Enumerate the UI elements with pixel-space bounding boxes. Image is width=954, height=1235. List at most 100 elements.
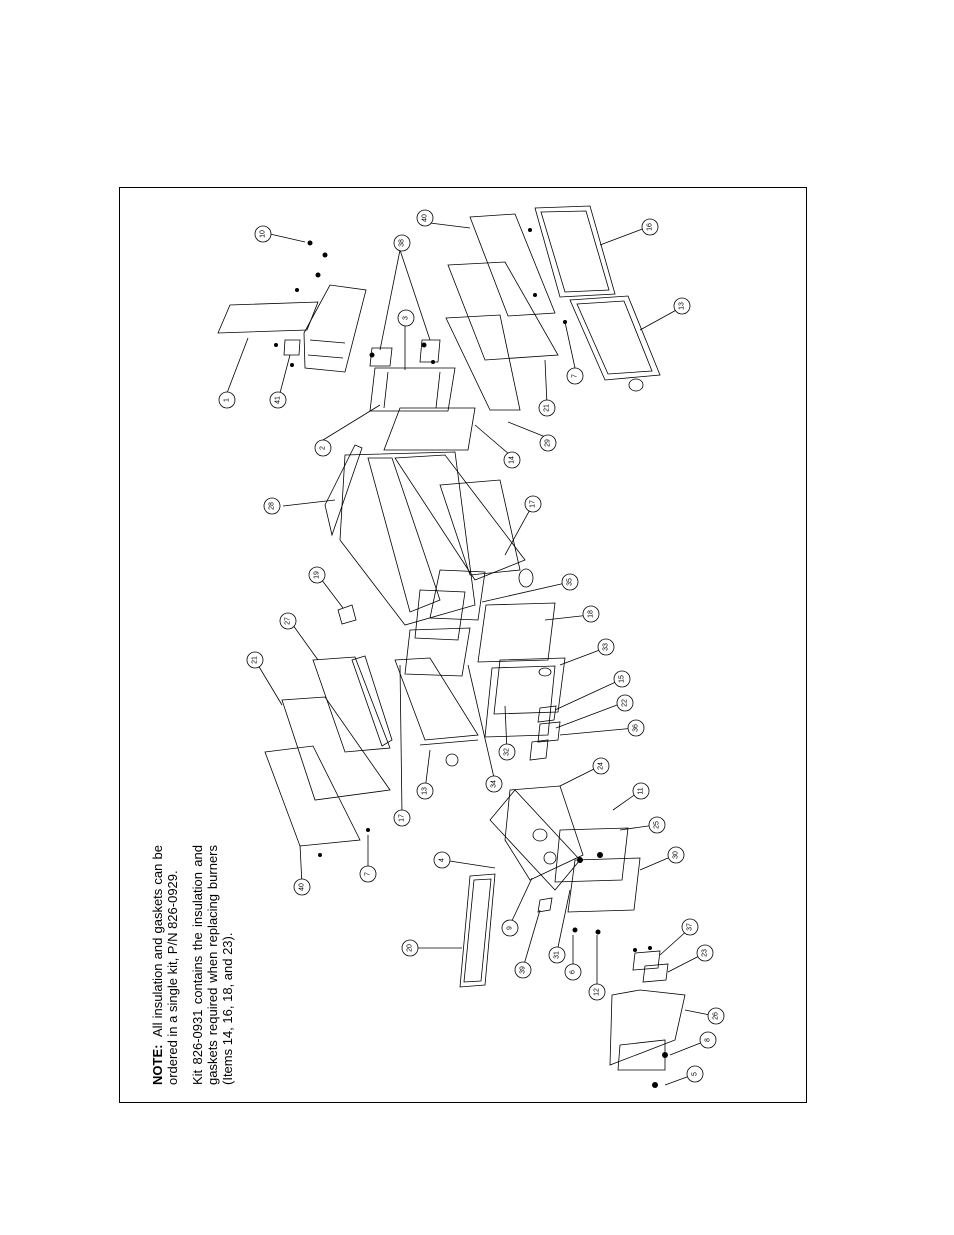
- callout-circle: [641, 218, 659, 236]
- part-40-side-panel: [264, 745, 361, 847]
- callout-circle: [254, 225, 272, 243]
- part-1-bracket: [217, 284, 367, 373]
- callout-circle: [279, 612, 297, 630]
- callout-29: 29: [539, 434, 557, 452]
- callout-circle: [485, 775, 503, 793]
- callout-label: 8: [705, 1038, 712, 1042]
- callout-label: 31: [554, 951, 561, 959]
- callout-37: 37: [681, 918, 699, 936]
- callout-circle: [681, 918, 699, 936]
- part-14-panel: [383, 407, 476, 451]
- callout-label: 6: [570, 970, 577, 974]
- callout-22: 22: [616, 694, 634, 712]
- part-30-plate: [567, 857, 641, 913]
- callout-label: 36: [633, 724, 640, 732]
- callout-14: 14: [503, 451, 521, 469]
- callout-23: 23: [696, 944, 714, 962]
- leader-lines: [226, 222, 716, 1086]
- part-21-panel: [445, 261, 559, 411]
- kit-paragraph: Kit 826-0931 contains the insulation and…: [190, 845, 235, 1085]
- callout-label: 10: [260, 230, 267, 238]
- part-3-panel: [369, 339, 456, 412]
- callout-label: 30: [673, 851, 680, 859]
- diagram-frame: [119, 187, 807, 1103]
- callout-6: 6: [564, 963, 582, 981]
- callout-circle: [592, 757, 610, 775]
- callout-label: 25: [654, 821, 661, 829]
- callout-label: 40: [299, 883, 306, 891]
- callout-circle: [696, 944, 714, 962]
- callout-circle: [498, 743, 516, 761]
- callout-circle: [501, 919, 519, 937]
- callout-circle: [673, 297, 691, 315]
- callout-label: 41: [275, 396, 282, 404]
- callout-7: 7: [359, 865, 377, 883]
- callout-32: 32: [498, 743, 516, 761]
- callout-circle: [433, 851, 451, 869]
- callout-label: 28: [269, 502, 276, 510]
- part-19-bracket: [337, 604, 357, 625]
- callout-label: 13: [679, 302, 686, 310]
- callout-label: 17: [399, 814, 406, 822]
- callout-label: 5: [692, 1072, 699, 1076]
- callout-21: 21: [246, 651, 264, 669]
- callout-circle: [293, 878, 311, 896]
- part-25-plate: [554, 827, 629, 883]
- callout-34: 34: [485, 775, 503, 793]
- callout-label: 14: [509, 456, 516, 464]
- part-15-22-36-valve: [529, 705, 561, 761]
- callout-label: 7: [572, 374, 579, 378]
- callout-circle: [538, 399, 556, 417]
- callout-label: 1: [224, 398, 231, 402]
- part-13-lower-burner: [394, 657, 479, 767]
- callout-circle: [397, 309, 415, 327]
- callout-circle: [416, 209, 434, 227]
- callout-circle: [269, 391, 287, 409]
- callout-label: 24: [598, 762, 605, 770]
- callout-26: 26: [707, 1007, 725, 1025]
- callout-11: 11: [632, 782, 650, 800]
- callout-label: 26: [713, 1012, 720, 1020]
- callout-label: 18: [588, 610, 595, 618]
- part-37-23-valve: [632, 950, 669, 983]
- callout-label: 38: [399, 239, 406, 247]
- callout-30: 30: [667, 846, 685, 864]
- part-28-firebox: [324, 444, 534, 626]
- callout-label: 4: [439, 858, 446, 862]
- callout-circle: [582, 605, 600, 623]
- callout-circle: [503, 451, 521, 469]
- callout-label: 39: [520, 966, 527, 974]
- callout-circle: [597, 638, 615, 656]
- callout-circle: [246, 651, 264, 669]
- part-21-side-panel: [281, 696, 391, 801]
- callout-40: 40: [416, 209, 434, 227]
- callout-circle: [401, 939, 419, 957]
- callout-28: 28: [263, 497, 281, 515]
- part-26-housing: [609, 989, 686, 1071]
- callout-label: 20: [407, 944, 414, 952]
- callout-circle: [539, 434, 557, 452]
- callout-circle: [359, 865, 377, 883]
- note-paragraph: NOTE: All insulation and gaskets can be …: [150, 845, 180, 1085]
- callout-19: 19: [308, 566, 326, 584]
- callout-13: 13: [416, 782, 434, 800]
- callout-label: 23: [702, 949, 709, 957]
- callout-label: 40: [422, 214, 429, 222]
- part-16-gasket: [534, 205, 616, 298]
- callout-label: 22: [622, 699, 629, 707]
- callout-circle: [699, 1031, 717, 1049]
- callout-7: 7: [566, 367, 584, 385]
- part-33-plate: [493, 657, 566, 715]
- callout-circle: [613, 670, 631, 688]
- callout-label: 19: [314, 571, 321, 579]
- callout-label: 33: [603, 643, 610, 651]
- part-24-front-panel: [489, 785, 584, 891]
- callout-label: 9: [507, 926, 514, 930]
- callout-circle: [416, 782, 434, 800]
- callout-24: 24: [592, 757, 610, 775]
- part-35-plate: [429, 569, 486, 621]
- callout-circle: [588, 983, 606, 1001]
- callout-17: 17: [524, 495, 542, 513]
- part-39-bracket: [537, 897, 553, 913]
- callout-label: 3: [403, 316, 410, 320]
